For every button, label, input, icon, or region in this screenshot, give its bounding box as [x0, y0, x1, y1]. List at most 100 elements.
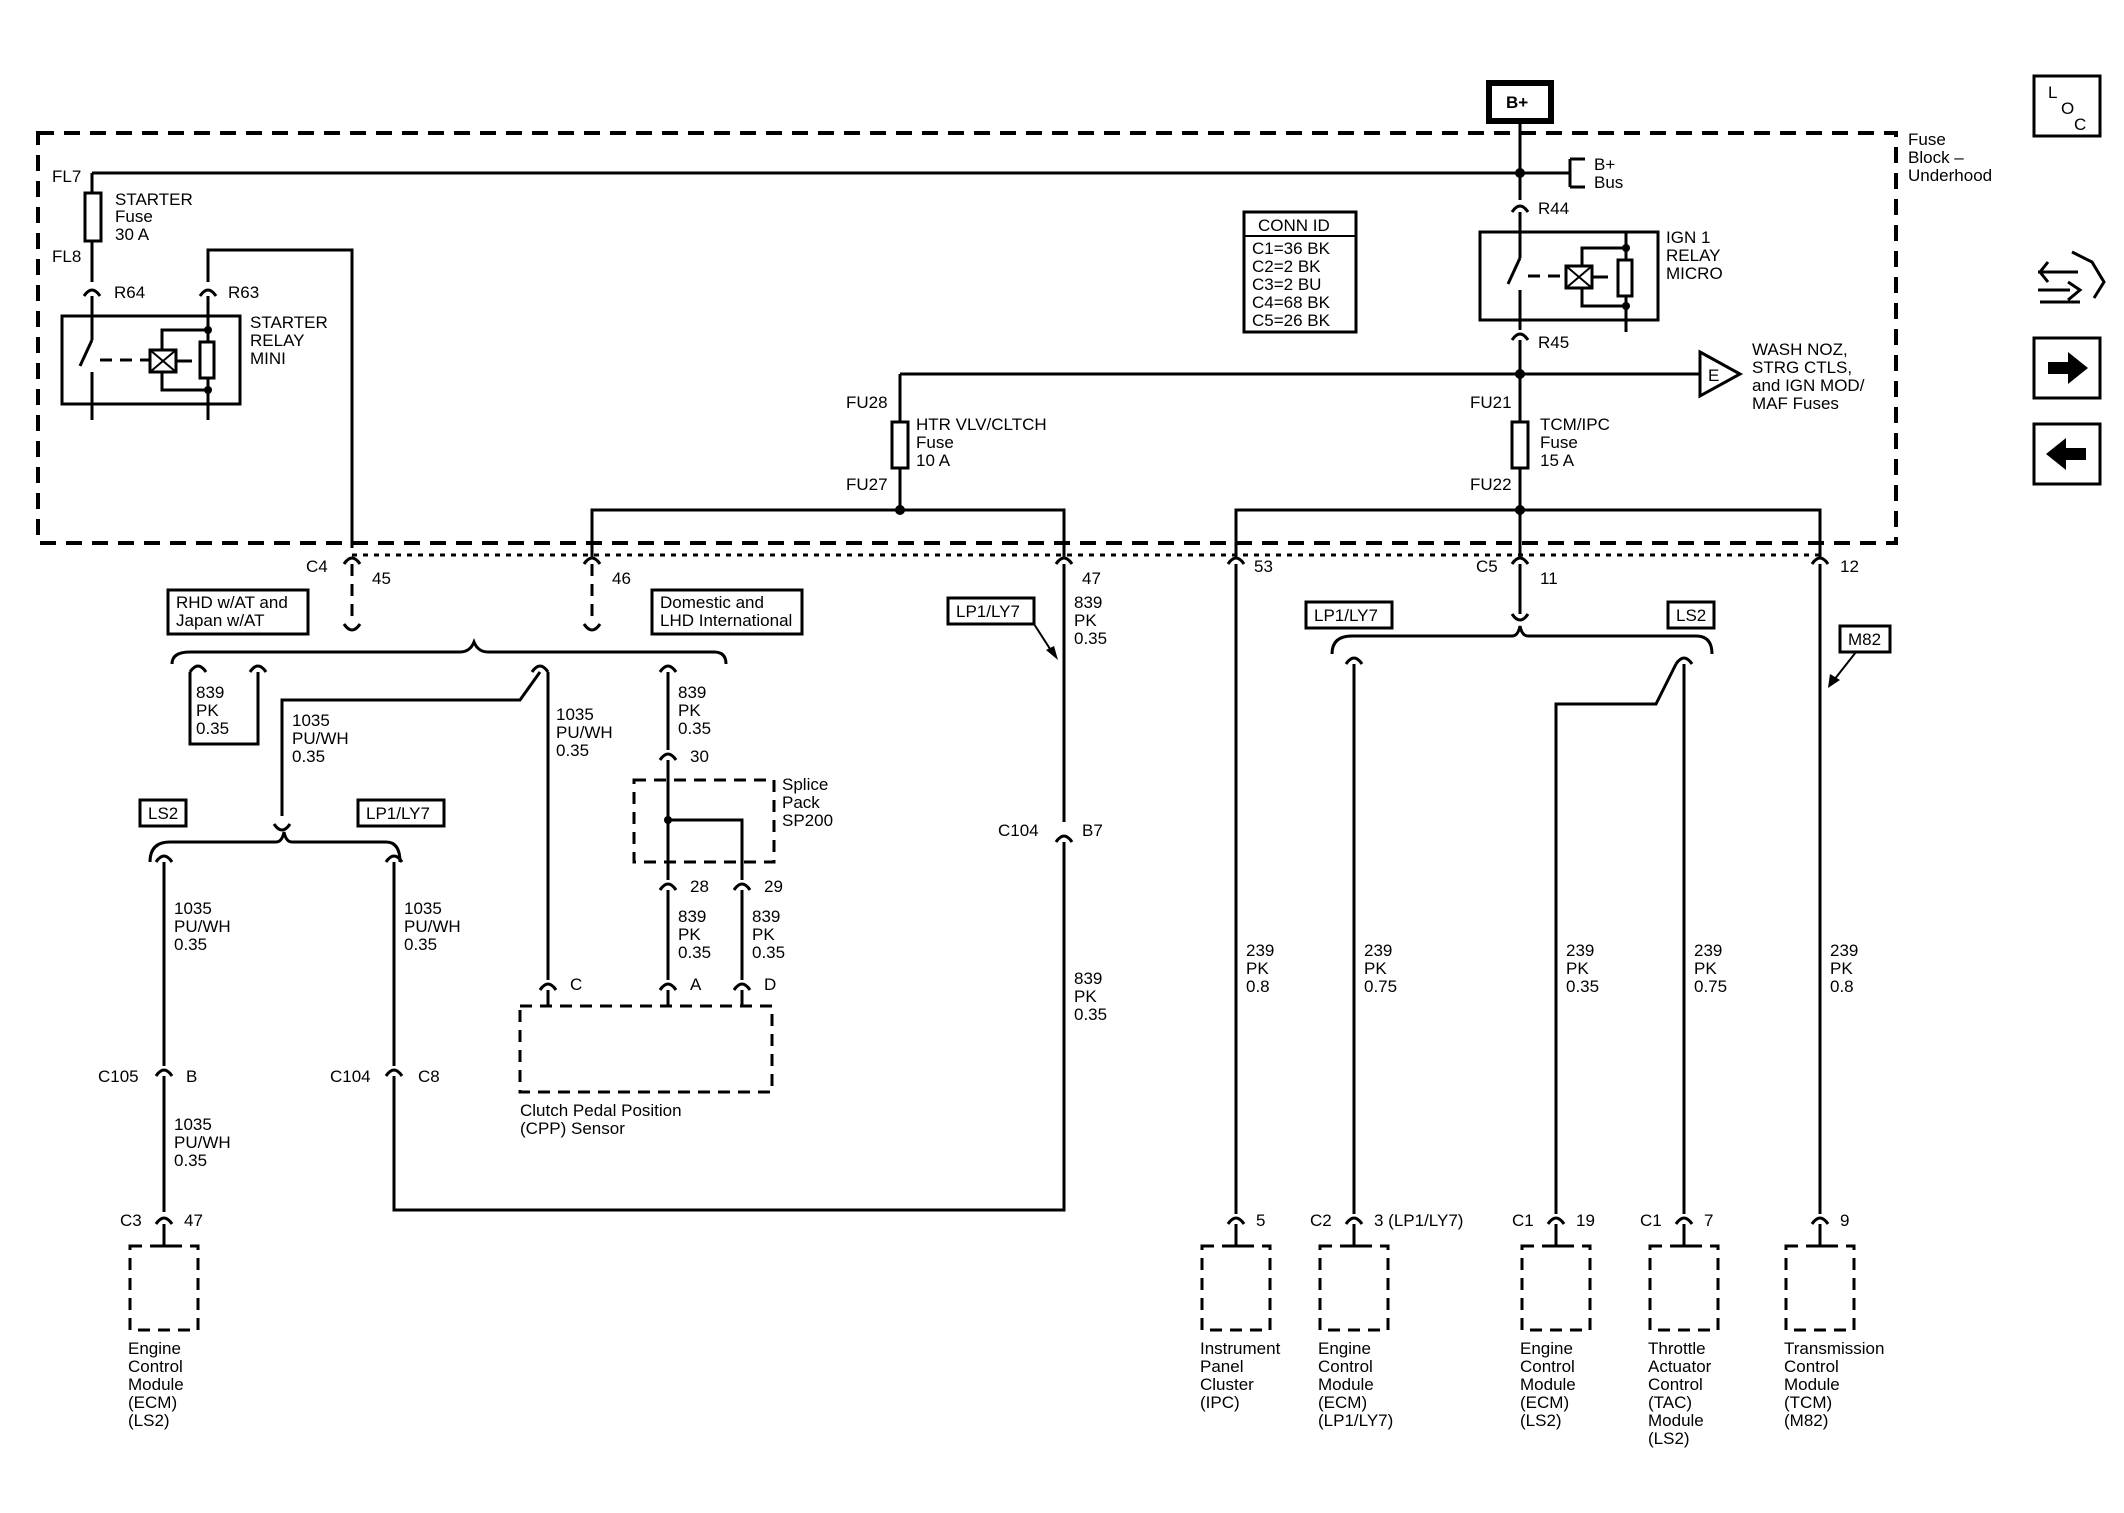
svg-text:PK: PK [752, 925, 775, 944]
ign1-relay-label-3: MICRO [1666, 264, 1723, 283]
module-pin-label: 19 [1576, 1211, 1595, 1230]
svg-text:0.35: 0.35 [196, 719, 229, 738]
svg-text:0.75: 0.75 [1694, 977, 1727, 996]
starter-fuse-label-3: 30 A [115, 225, 150, 244]
htr-fuse-label-3: 10 A [916, 451, 951, 470]
starter-fuse-label-2: Fuse [115, 207, 153, 226]
tcm-fuse-label-2: Fuse [1540, 433, 1578, 452]
wire-label-w9: 839 PK 0.35 [752, 907, 785, 962]
wire-label-w7: 1035 PU/WH 0.35 [404, 899, 461, 954]
module-name-line: Engine [1318, 1339, 1371, 1358]
c104-pin-b7: B7 [1082, 821, 1103, 840]
bus-label-2: Bus [1594, 173, 1623, 192]
module-name-line: Control [1784, 1357, 1839, 1376]
svg-text:0.8: 0.8 [1246, 977, 1270, 996]
svg-text:PU/WH: PU/WH [556, 723, 613, 742]
wire-label-w14: 239 PK 0.35 [1566, 941, 1599, 996]
svg-text:PK: PK [1830, 959, 1853, 978]
svg-text:0.35: 0.35 [556, 741, 589, 760]
module-name-line: Control [1648, 1375, 1703, 1394]
c4-pin-46: 46 [612, 569, 631, 588]
domestic-option-box [650, 588, 804, 636]
svg-text:239: 239 [1694, 941, 1722, 960]
c4-pins [342, 556, 1830, 565]
ls2-option-label-left: LS2 [148, 804, 178, 823]
svg-text:0.35: 0.35 [174, 935, 207, 954]
module-box [1318, 1244, 1390, 1332]
cpp-label-2: (CPP) Sensor [520, 1119, 625, 1138]
module-name-line: Engine [1520, 1339, 1573, 1358]
wash-label-3: and IGN MOD/ [1752, 376, 1865, 395]
r63-label: R63 [228, 283, 259, 302]
svg-text:PU/WH: PU/WH [174, 917, 231, 936]
c104-pin-c8: C8 [418, 1067, 440, 1086]
fl7-label: FL7 [52, 167, 81, 186]
bus-label-1: B+ [1594, 155, 1615, 174]
wash-label-4: MAF Fuses [1752, 394, 1839, 413]
module-name-line: Cluster [1200, 1375, 1254, 1394]
wash-label-1: WASH NOZ, [1752, 340, 1848, 359]
svg-text:0.8: 0.8 [1830, 977, 1854, 996]
module-connector-label: C1 [1640, 1211, 1662, 1230]
svg-text:PU/WH: PU/WH [174, 1133, 231, 1152]
module-pin-terminal [1344, 1216, 1364, 1225]
location-icon[interactable]: L O C [2032, 74, 2102, 138]
splice-pin-29: 29 [764, 877, 783, 896]
fl8-label: FL8 [52, 247, 81, 266]
svg-text:PK: PK [1364, 959, 1387, 978]
module-name-line: (IPC) [1200, 1393, 1240, 1412]
module-connector-label: C1 [1512, 1211, 1534, 1230]
module-name-line: Module [1648, 1411, 1704, 1430]
next-page-icon[interactable] [2032, 336, 2102, 400]
svg-text:1035: 1035 [404, 899, 442, 918]
module-name-line: (TAC) [1648, 1393, 1692, 1412]
connector-list-icon[interactable] [2038, 250, 2106, 304]
ign1-relay-label-1: IGN 1 [1666, 228, 1710, 247]
battery-source-label: B+ [1506, 93, 1528, 112]
module-name-line: Transmission [1784, 1339, 1884, 1358]
splice-label-3: SP200 [782, 811, 833, 830]
option-brace-2 [148, 831, 402, 863]
module-name-line: Module [1520, 1375, 1576, 1394]
starter-relay-label-3: MINI [250, 349, 286, 368]
fu27-label: FU27 [846, 475, 888, 494]
lp1-option-label-left: LP1/LY7 [366, 804, 430, 823]
fuse-block-label-2: Block – [1908, 148, 1964, 167]
module-pin-terminal [154, 1216, 174, 1225]
starter-fuse [83, 191, 103, 243]
module-name-line: Control [1318, 1357, 1373, 1376]
svg-text:PK: PK [1694, 959, 1717, 978]
module-name-line: Throttle [1648, 1339, 1706, 1358]
module-name-line: Instrument [1200, 1339, 1281, 1358]
module-name-line: (LS2) [1648, 1429, 1690, 1448]
module-pin-label: 7 [1704, 1211, 1713, 1230]
module-name-line: (M82) [1784, 1411, 1828, 1430]
module-pin-terminal [1226, 1216, 1246, 1225]
fu22-label: FU22 [1470, 475, 1512, 494]
rhd-option-box [166, 588, 310, 636]
wire-label-w12: 239 PK 0.8 [1246, 941, 1274, 996]
wire-label-w16: 239 PK 0.8 [1830, 941, 1858, 996]
svg-text:PU/WH: PU/WH [404, 917, 461, 936]
svg-text:PK: PK [1074, 987, 1097, 1006]
module-name-line: Module [1784, 1375, 1840, 1394]
wire-label-w15: 239 PK 0.75 [1694, 941, 1727, 996]
c5-label: C5 [1476, 557, 1498, 576]
starter-relay-label-1: STARTER [250, 313, 328, 332]
c5-pin-12: 12 [1840, 557, 1859, 576]
svg-text:239: 239 [1246, 941, 1274, 960]
svg-text:1035: 1035 [174, 899, 212, 918]
svg-text:0.35: 0.35 [292, 747, 325, 766]
svg-text:0.35: 0.35 [678, 943, 711, 962]
svg-text:839: 839 [1074, 969, 1102, 988]
module-name-line: Module [128, 1375, 184, 1394]
svg-text:1035: 1035 [556, 705, 594, 724]
module-name-line: (ECM) [1318, 1393, 1367, 1412]
previous-page-icon[interactable] [2032, 422, 2102, 486]
module-name-line: (ECM) [1520, 1393, 1569, 1412]
module-box [1200, 1244, 1272, 1332]
module-pin-terminal [1810, 1216, 1830, 1225]
domestic-option-label-1: Domestic and [660, 593, 764, 612]
htr-fuse [890, 420, 910, 470]
